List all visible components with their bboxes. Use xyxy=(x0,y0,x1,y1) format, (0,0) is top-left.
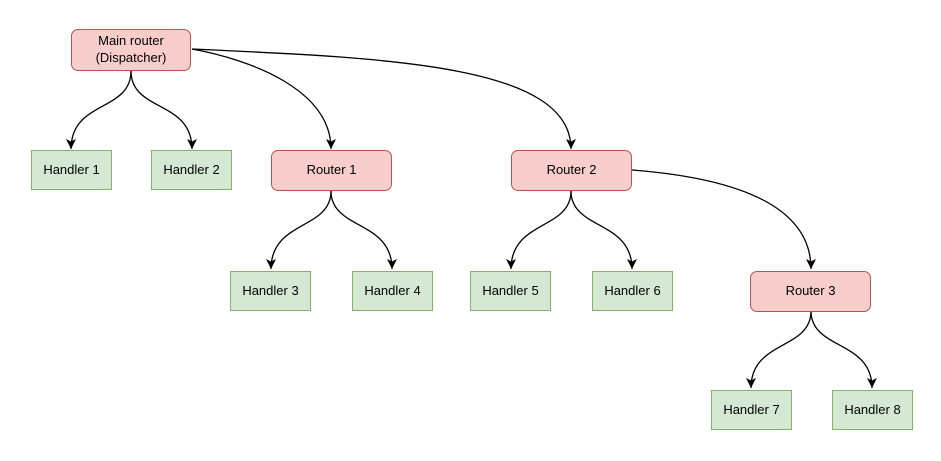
node-handler-3: Handler 3 xyxy=(230,271,311,311)
node-handler-2: Handler 2 xyxy=(151,150,232,190)
node-handler-5: Handler 5 xyxy=(470,271,551,311)
edge-router-2-to-handler-6 xyxy=(570,190,637,270)
node-router-1: Router 1 xyxy=(271,150,392,191)
edge-main-router-to-router-1 xyxy=(191,48,336,150)
node-handler-8: Handler 8 xyxy=(832,390,913,430)
node-main-router: Main router (Dispatcher) xyxy=(71,29,191,71)
node-router-3: Router 3 xyxy=(750,271,871,312)
edge-main-router-to-router-2 xyxy=(191,48,576,150)
edge-router-1-to-handler-3 xyxy=(266,190,332,270)
edge-main-router-to-handler-1 xyxy=(66,70,132,150)
edge-router-3-to-handler-7 xyxy=(746,310,812,389)
node-handler-4: Handler 4 xyxy=(352,271,433,311)
edge-router-1-to-handler-4 xyxy=(330,190,397,270)
node-handler-6: Handler 6 xyxy=(592,271,673,311)
edge-router-2-to-handler-5 xyxy=(506,190,572,270)
edge-router-3-to-handler-8 xyxy=(810,310,877,389)
edge-main-router-to-handler-2 xyxy=(130,70,197,150)
node-handler-1: Handler 1 xyxy=(31,150,112,190)
node-handler-7: Handler 7 xyxy=(711,390,792,430)
node-router-2: Router 2 xyxy=(511,150,632,191)
edge-router-2-to-router-3 xyxy=(631,169,816,270)
